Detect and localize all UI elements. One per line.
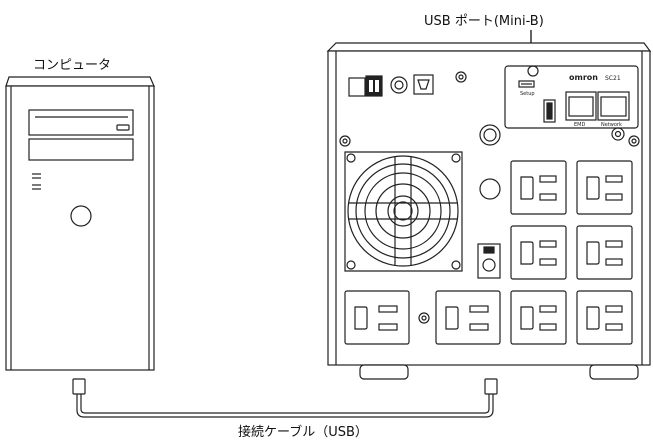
outlet: [344, 290, 410, 345]
usb-mini-b-port: [518, 80, 535, 88]
ground-terminal: [477, 243, 501, 279]
computer-label: コンピュータ: [33, 58, 112, 73]
cable-plug-computer: [72, 378, 86, 395]
power-button: [70, 205, 92, 227]
network-port: [597, 91, 630, 121]
terminal-connector: [348, 77, 366, 97]
emd-port: [565, 91, 597, 121]
optical-drive: [28, 109, 134, 136]
outlet: [576, 290, 633, 345]
breaker-knob: [390, 76, 408, 94]
computer-tower: [5, 76, 155, 371]
outlet: [576, 225, 633, 280]
outlet: [510, 290, 567, 345]
usb-a-port: [543, 99, 556, 123]
network-card: [504, 65, 639, 129]
emd-text: EMD: [574, 122, 585, 128]
outlet: [435, 290, 501, 345]
outlets: [344, 160, 633, 345]
model-text: SC21: [605, 75, 621, 82]
cable-label: 接続ケーブル（USB）: [238, 425, 368, 440]
ups-back-panel: Setup omron SC21 EMD Network: [326, 42, 652, 380]
setup-text: Setup: [520, 91, 535, 97]
outlet: [510, 160, 567, 215]
circuit-breaker: [479, 124, 501, 146]
serial-port: [413, 74, 434, 95]
outlet: [576, 160, 633, 215]
outlet: [510, 225, 567, 280]
ups-foot-right: [589, 364, 639, 380]
cable-plug-ups: [484, 378, 498, 395]
network-text: Network: [601, 122, 622, 128]
round-cap: [479, 178, 501, 200]
drive-bay: [28, 138, 134, 161]
cooling-fan: [344, 151, 463, 272]
ups-foot-left: [359, 364, 409, 380]
drive-eject-button: [116, 124, 130, 131]
usb-cable: [72, 378, 498, 418]
usb-port-label: USB ポート(Mini-B): [424, 14, 544, 29]
brand-logo: omron: [569, 73, 598, 82]
